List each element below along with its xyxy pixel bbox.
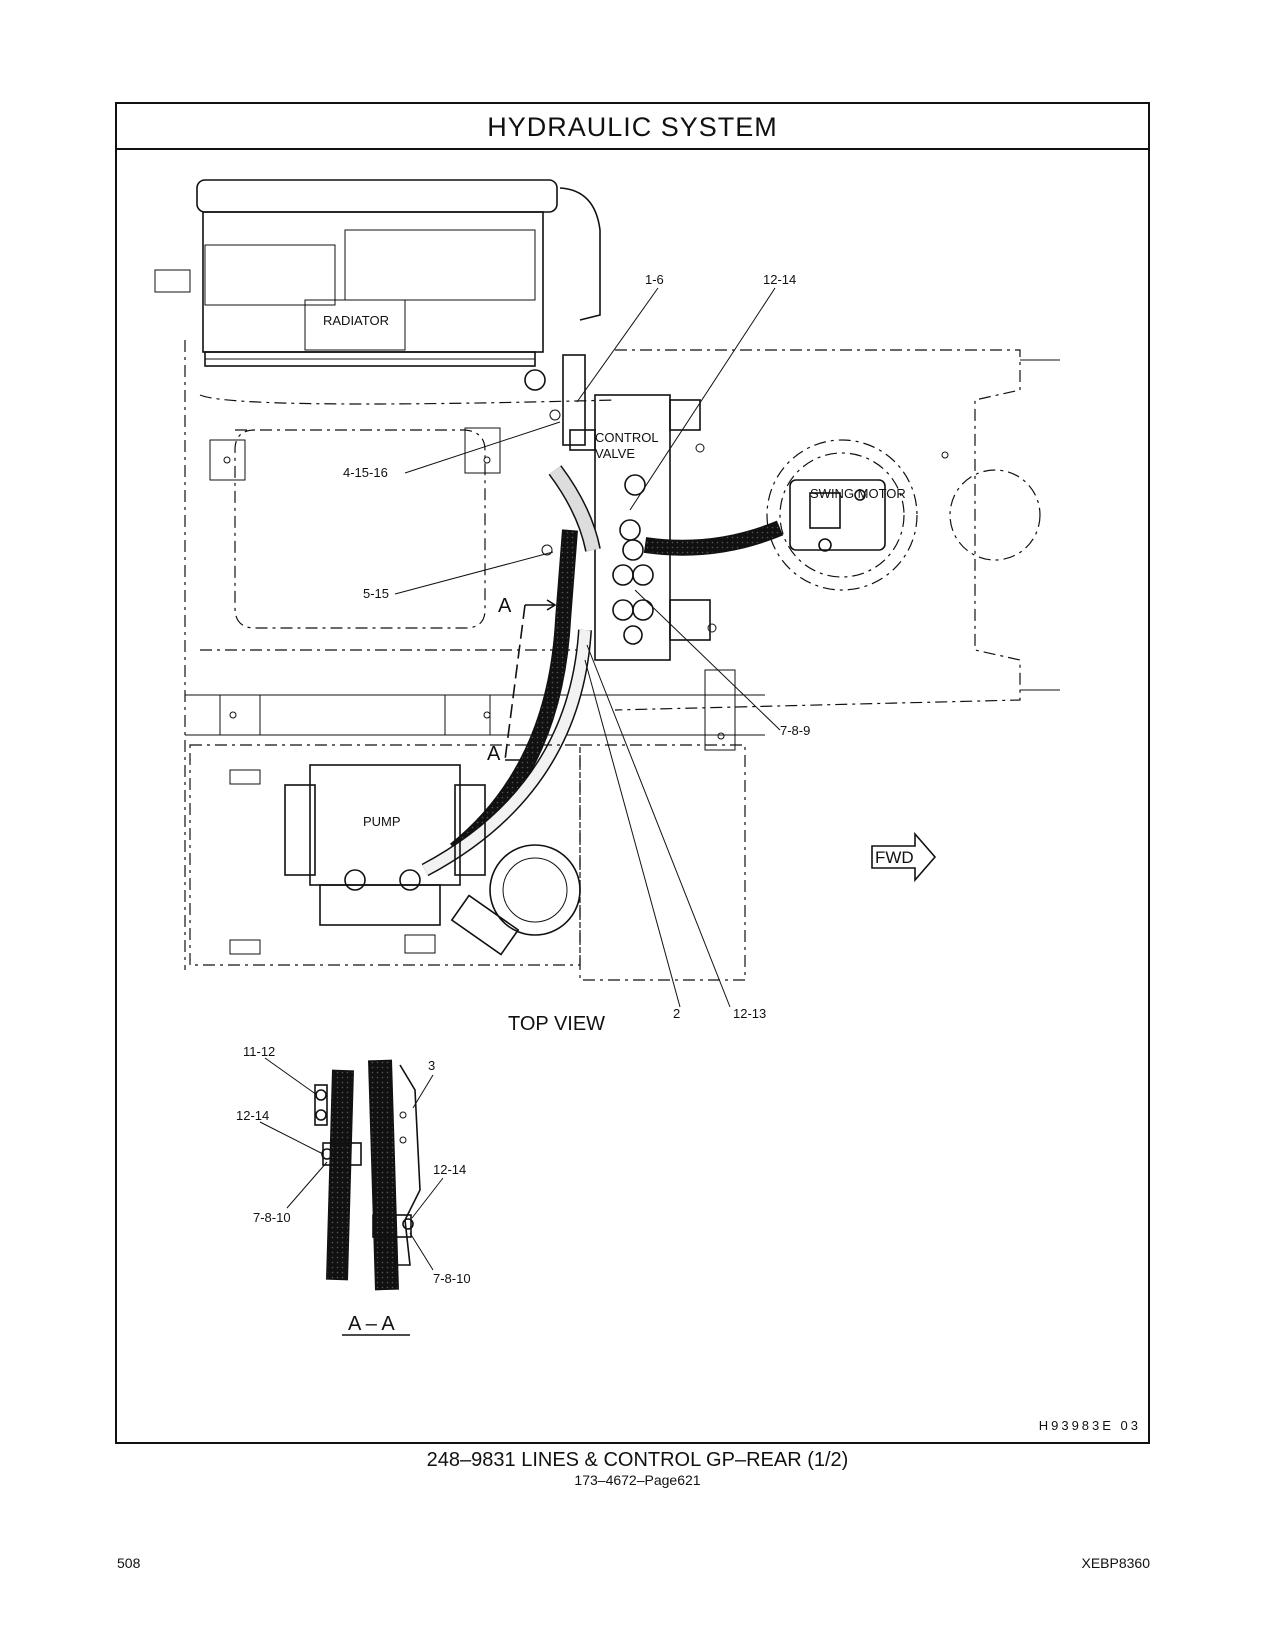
leader-lines [394,287,781,1008]
hose-lines [421,465,784,877]
upper-frame [184,340,1060,970]
radiator-assembly [154,179,601,391]
page-number: 508 [117,1555,141,1571]
section-aa-detail [259,1057,444,1336]
radiator-label: RADIATOR [323,313,389,328]
section-marker-a-top: A [498,595,512,617]
callout-12-14-left: 12-14 [236,1108,269,1123]
callout-7-8-9: 7-8-9 [780,723,810,738]
top-view-title: TOP VIEW [508,1013,605,1035]
callout-12-14-right: 12-14 [433,1162,466,1177]
hydraulic-diagram: RADIATOR CONTROL VALVE SWING MOTOR PUMP … [154,179,1060,1336]
callout-12-13: 12-13 [733,1006,766,1021]
callout-11-12: 11-12 [243,1044,275,1059]
swing-motor [766,439,1041,591]
figure-caption: 248–9831 LINES & CONTROL GP–REAR (1/2) [426,1449,849,1471]
section-cut-line [504,599,557,766]
callout-3: 3 [428,1058,435,1073]
page-title: HYDRAULIC SYSTEM [117,104,1148,150]
drawing-reference: H93983E 03 [1038,1418,1141,1433]
callout-12-14: 12-14 [763,272,796,287]
callout-1-6: 1-6 [645,272,664,287]
control-valve-label-2: VALVE [595,446,635,461]
document-number: XEBP8360 [1081,1555,1151,1571]
callout-2: 2 [673,1006,680,1021]
callout-4-15-16: 4-15-16 [343,465,388,480]
control-valve-label-1: CONTROL [595,430,659,445]
fwd-label: FWD [875,848,914,867]
drawing-frame: HYDRAULIC SYSTEM [115,102,1150,1444]
pump-label: PUMP [363,814,401,829]
control-valve [541,354,717,661]
callout-7-8-10-left: 7-8-10 [253,1210,291,1225]
callout-5-15: 5-15 [363,586,389,601]
fwd-arrow [871,831,937,883]
section-aa-title: A – A [348,1313,395,1335]
swing-motor-label: SWING MOTOR [810,486,906,501]
callout-7-8-10-right: 7-8-10 [433,1271,471,1286]
pump-assembly [189,744,746,981]
section-marker-a-bottom: A [487,743,501,765]
figure-subcaption: 173–4672–Page621 [574,1472,701,1488]
